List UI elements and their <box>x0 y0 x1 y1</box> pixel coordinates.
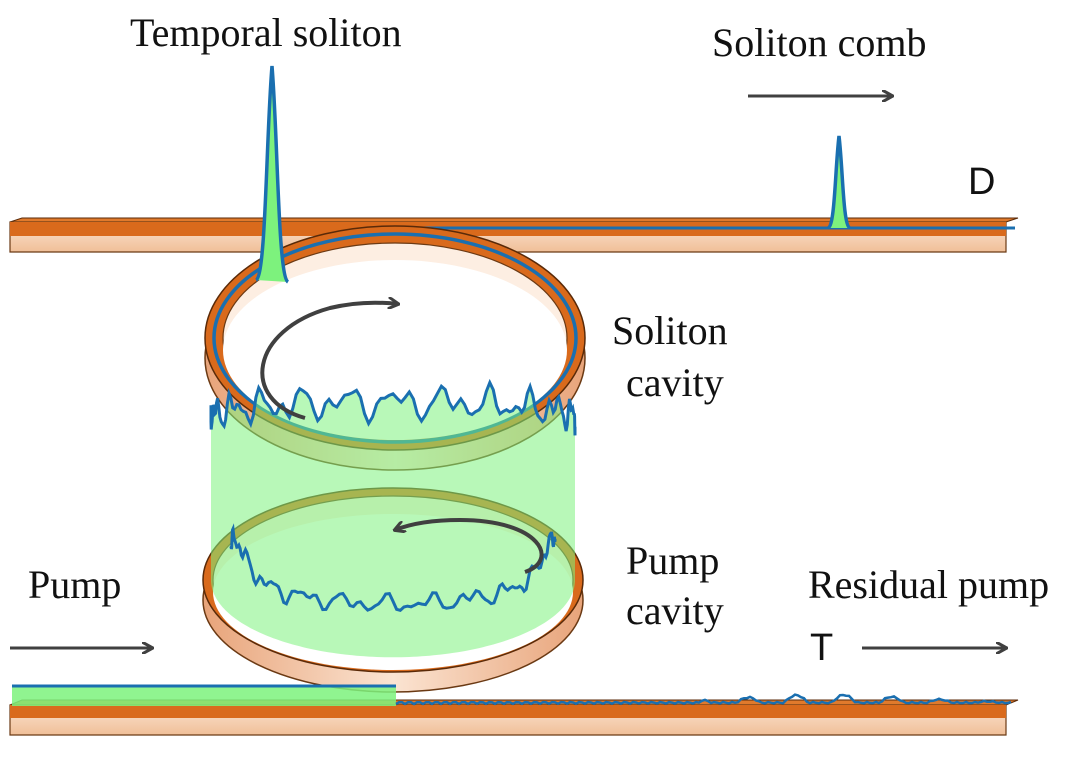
drop-waveguide <box>9 217 1019 253</box>
soliton-circulation-arrow <box>260 303 398 420</box>
pump-label: Pump <box>28 562 121 607</box>
soliton-comb-label: Soliton comb <box>712 20 926 65</box>
soliton-cavity-label-line2: cavity <box>626 360 724 405</box>
soliton-cavity-label-line1: Soliton <box>612 308 728 353</box>
residual-pump-label: Residual pump <box>808 562 1049 607</box>
temporal-soliton-label: Temporal soliton <box>130 10 402 55</box>
pump-cavity-label-line1: Pump <box>626 538 719 583</box>
temporal-soliton-pulse <box>254 65 290 284</box>
pump-circulation-arrow <box>395 517 544 574</box>
field-upper-envelope <box>209 378 577 436</box>
soliton-comb-pulse <box>826 135 852 230</box>
through-port-label: T <box>810 627 833 669</box>
pump-cavity-label-line2: cavity <box>626 588 724 633</box>
drop-port-label: D <box>968 161 995 203</box>
intracavity-field <box>209 378 577 658</box>
bus-waveguide <box>9 684 1019 736</box>
field-fill <box>211 382 575 658</box>
